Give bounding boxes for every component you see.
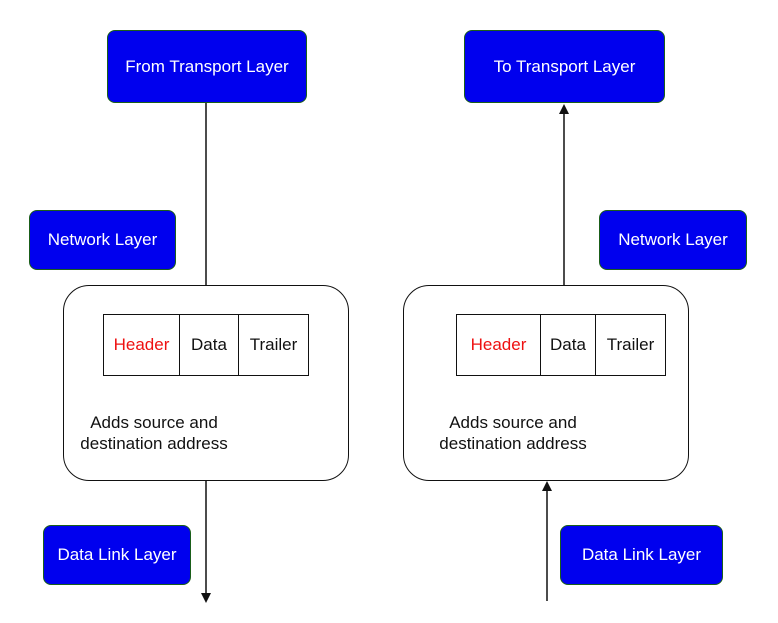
network-layer-box-left: Network Layer [29, 210, 176, 270]
header-note-right: Adds source and destination address [438, 412, 588, 454]
header-cell-right: Header [457, 315, 540, 375]
from-transport-layer-label: From Transport Layer [125, 56, 289, 76]
data-link-layer-label-left: Data Link Layer [57, 545, 177, 564]
header-text-right: Header [470, 335, 527, 354]
trailer-text-right: Trailer [606, 335, 655, 354]
trailer-cell-left: Trailer [238, 315, 308, 375]
data-text-left: Data [191, 335, 227, 354]
trailer-text-left: Trailer [249, 335, 298, 354]
to-transport-layer-box: To Transport Layer [464, 30, 665, 103]
header-text-left: Header [113, 335, 170, 354]
data-link-layer-label-right: Data Link Layer [581, 545, 702, 564]
header-note-left: Adds source and destination address [79, 412, 229, 454]
data-text-right: Data [550, 335, 586, 354]
trailer-cell-right: Trailer [595, 315, 665, 375]
network-layer-label-left: Network Layer [47, 230, 158, 249]
data-cell-right: Data [540, 315, 595, 375]
data-link-layer-box-right: Data Link Layer [560, 525, 723, 585]
header-cell-left: Header [104, 315, 179, 375]
data-cell-left: Data [179, 315, 238, 375]
packet-frame-right: Header Data Trailer [456, 314, 666, 376]
header-note-text-left: Adds source and destination address [80, 413, 228, 453]
data-link-layer-box-left: Data Link Layer [43, 525, 191, 585]
header-note-text-right: Adds source and destination address [439, 413, 587, 453]
network-layer-label-right: Network Layer [618, 230, 728, 249]
to-transport-layer-label: To Transport Layer [493, 56, 636, 76]
from-transport-layer-box: From Transport Layer [107, 30, 307, 103]
packet-frame-left: Header Data Trailer [103, 314, 309, 376]
network-layer-box-right: Network Layer [599, 210, 747, 270]
